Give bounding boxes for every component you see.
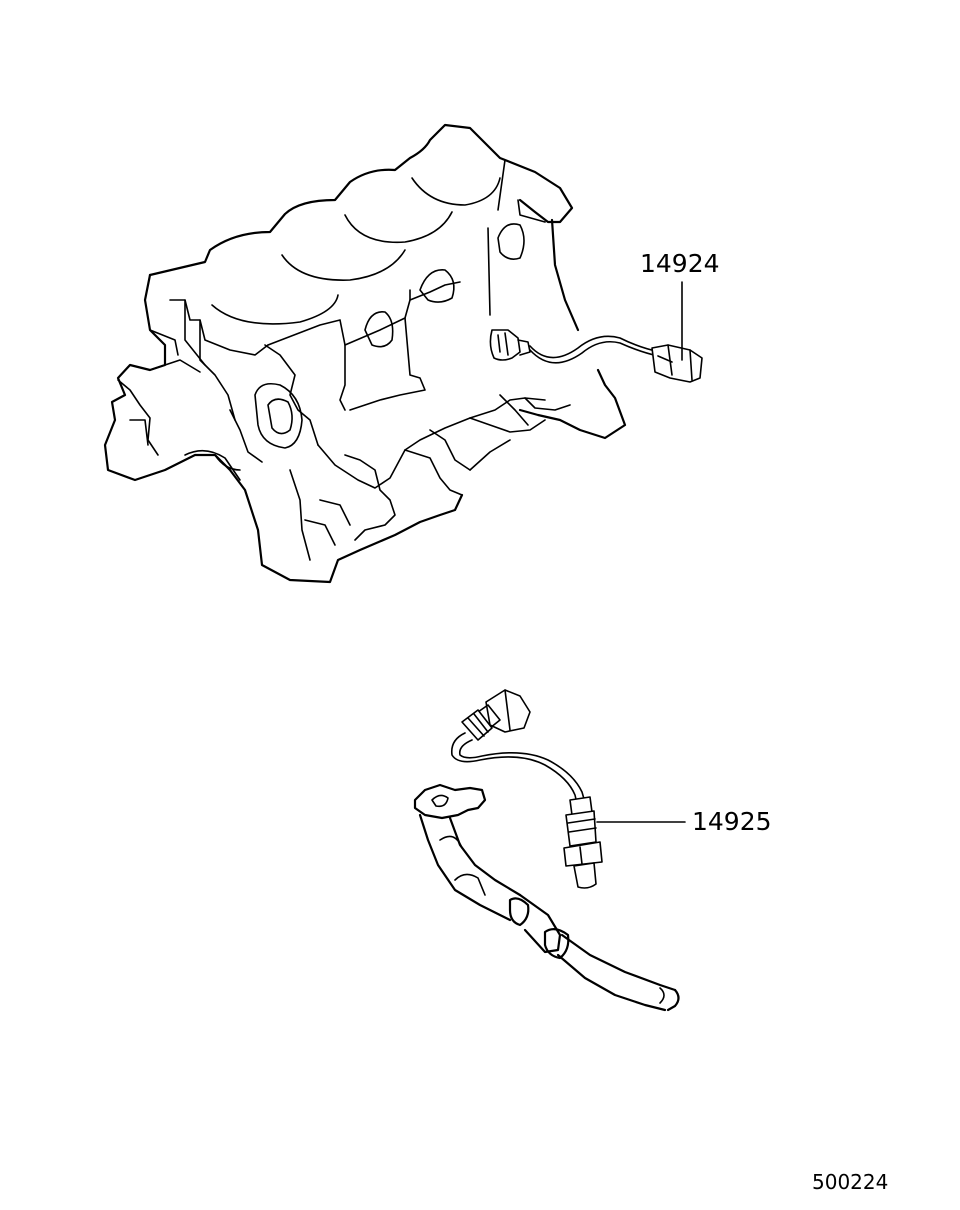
part-label-14925: 14925 xyxy=(692,807,772,836)
figure-number: 500224 xyxy=(812,1170,889,1194)
engine-block xyxy=(103,123,627,584)
sensor-14925 xyxy=(450,689,603,889)
sensor-14924 xyxy=(489,329,703,383)
exhaust-pipe xyxy=(413,783,680,1012)
part-label-14924: 14924 xyxy=(640,249,720,278)
